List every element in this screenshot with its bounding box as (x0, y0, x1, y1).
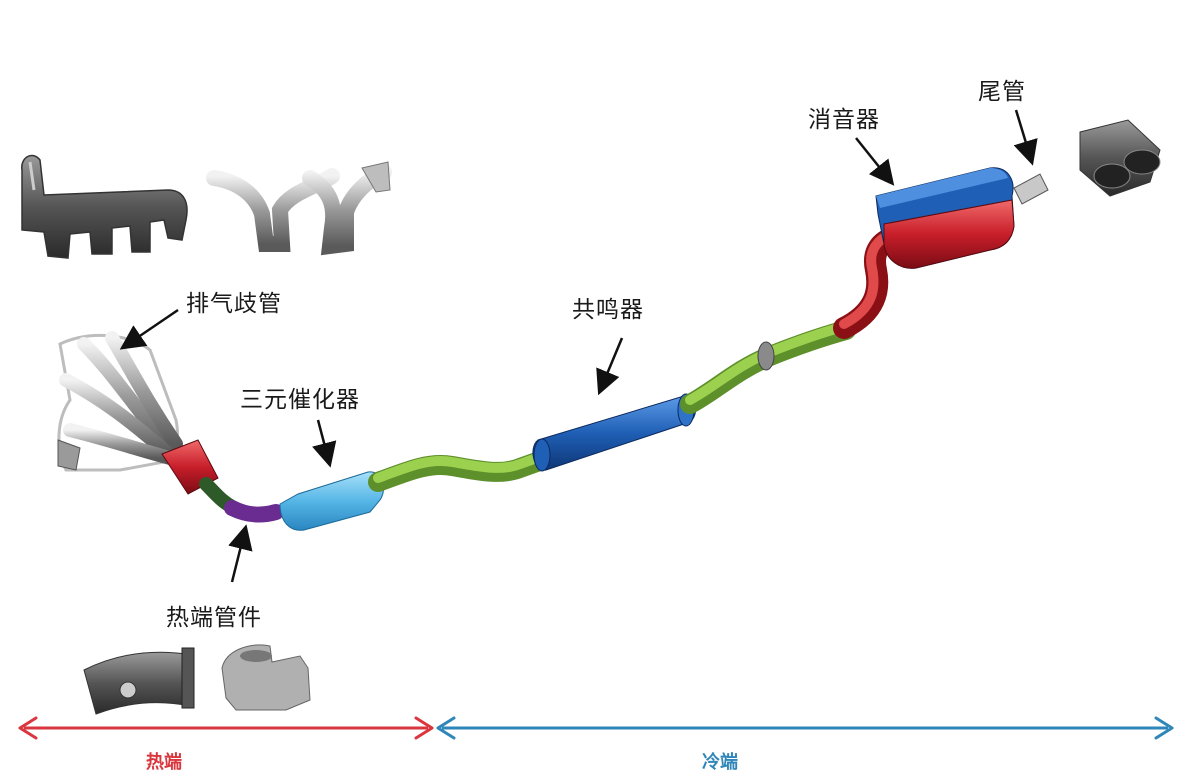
tailpipe-tip-illustration (1079, 119, 1161, 197)
hot-zone-arrow (18, 716, 434, 740)
label-hot-end-pipe: 热端管件 (166, 605, 262, 631)
manifold-tube-illustration (206, 161, 392, 256)
label-catalytic-converter: 三元催化器 (240, 387, 360, 413)
pointer-arrow-catalyst (312, 419, 337, 468)
tailpipe (1013, 173, 1049, 205)
pointer-arrow-tailpipe (1013, 109, 1038, 166)
label-muffler: 消音器 (808, 107, 880, 133)
mid-pipe-rear (680, 320, 856, 414)
label-resonator: 共鸣器 (572, 297, 644, 323)
pointer-arrow-resonator (596, 337, 624, 396)
label-cold-zone: 冷端 (702, 752, 738, 773)
catalytic-converter-body (279, 471, 384, 531)
manifold-cast-illustration (21, 154, 188, 259)
resonator-body (532, 393, 697, 472)
pointer-arrow-manifold (119, 308, 179, 350)
cold-zone-arrow (436, 716, 1174, 740)
label-tailpipe: 尾管 (978, 79, 1026, 105)
label-hot-zone: 热端 (146, 752, 182, 773)
mid-pipe-front (368, 448, 558, 492)
hot-end-cast-illustration (221, 644, 311, 711)
flex-pipe-segment (199, 477, 284, 523)
installed-exhaust-manifold (57, 331, 183, 472)
pointer-arrow-muffler (855, 137, 895, 186)
label-exhaust-manifold: 排气歧管 (186, 291, 282, 317)
muffler-body (875, 167, 1015, 269)
hot-end-pipe-illustration (83, 647, 195, 715)
pointer-arrow-hot-pipe (228, 524, 253, 583)
